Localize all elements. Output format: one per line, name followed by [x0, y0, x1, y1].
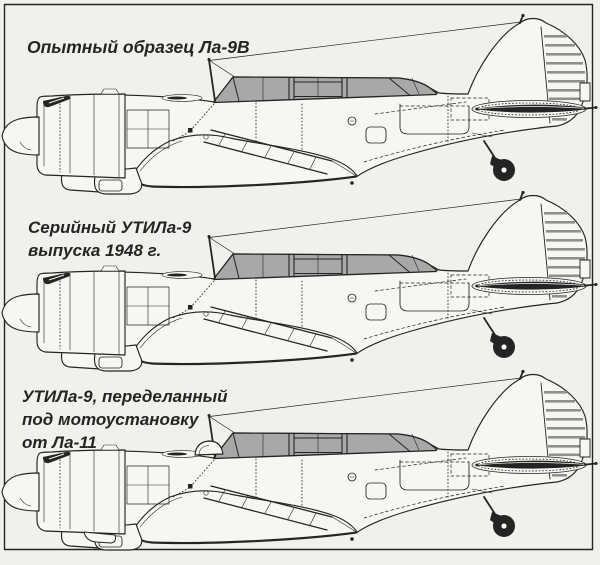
caption-line: Опытный образец Ла-9В [27, 37, 250, 57]
caption-line: под мотоустановку [22, 410, 199, 429]
caption-la9v: Опытный образец Ла-9В [27, 36, 250, 58]
caption-uti-la9-la11: УТИЛа-9, переделанный под мотоустановку … [22, 385, 228, 454]
caption-line: УТИЛа-9, переделанный [22, 387, 228, 406]
caption-line: Серийный УТИЛа-9 [28, 218, 192, 237]
caption-uti-la9-serial: Серийный УТИЛа-9 выпуска 1948 г. [28, 216, 191, 262]
page-frame [3, 3, 594, 551]
caption-line: выпуска 1948 г. [28, 241, 162, 260]
caption-line: от Ла-11 [22, 433, 97, 452]
